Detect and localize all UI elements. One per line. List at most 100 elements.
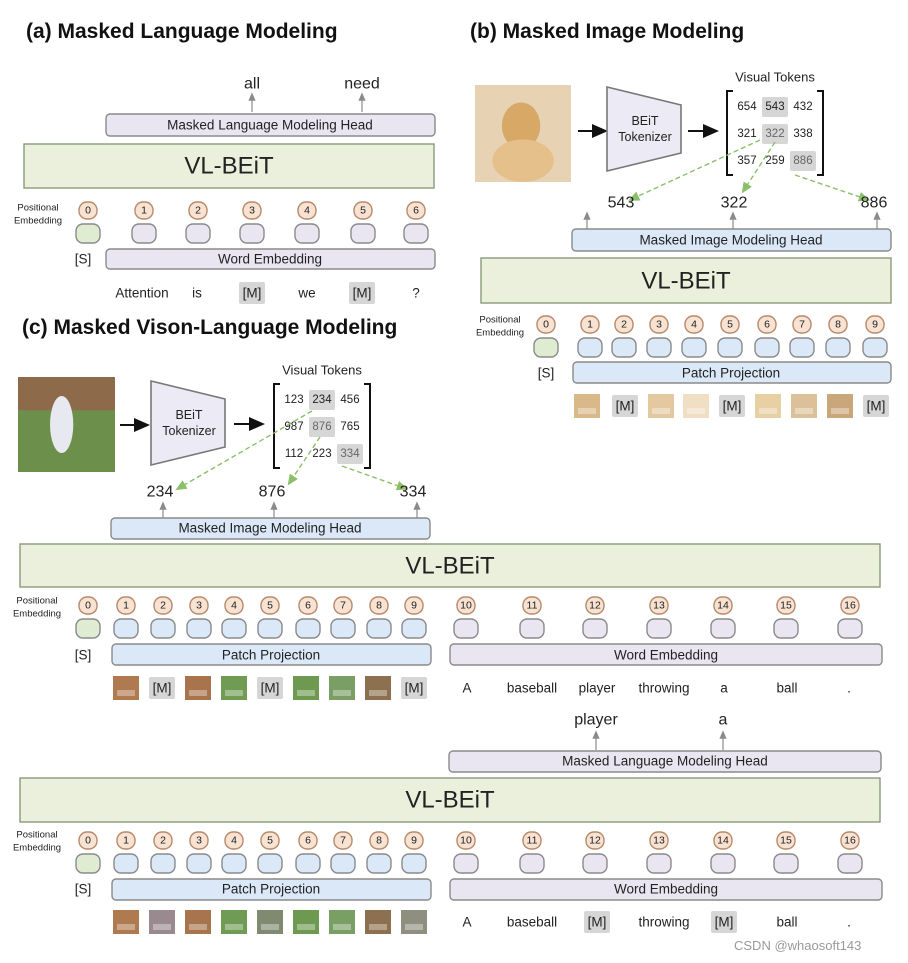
b-head-box xyxy=(571,228,892,252)
b-mask-1-bg xyxy=(612,395,638,417)
a-token-1: is xyxy=(192,286,202,301)
c2-word-label: Word Embedding xyxy=(614,882,718,897)
c1-col-16-emb xyxy=(837,618,863,639)
a-cls-label: [S] xyxy=(75,252,92,267)
c-token-matrix-title: Visual Tokens xyxy=(282,363,362,378)
c2-patch-2 xyxy=(185,910,211,934)
b-pos-label-2: Embedding xyxy=(476,328,524,339)
c1-mask-8: [M] xyxy=(405,681,424,696)
c2-text-token-5: ball xyxy=(776,915,797,930)
c1-col-6-emb xyxy=(295,618,321,639)
c2-col-13-pos xyxy=(649,831,669,850)
c2-col-10-pos xyxy=(456,831,476,850)
b-col-7-pos xyxy=(792,315,812,334)
b-tokenizer-shape xyxy=(606,85,682,173)
c1-col-7-pos-label: 7 xyxy=(340,600,346,612)
a-token-2: [M] xyxy=(243,286,262,301)
a-col-3-emb xyxy=(239,223,265,244)
a-pos-label-1: Positional xyxy=(17,203,58,214)
c-img-head-label: Masked Image Modeling Head xyxy=(178,521,361,536)
c1-col-6-pos-label: 6 xyxy=(305,600,311,612)
b-model-box xyxy=(480,257,892,304)
a-model-label: VL-BEiT xyxy=(184,153,274,180)
c1-col-7-pos xyxy=(333,596,353,615)
b-embed-box xyxy=(572,361,892,384)
b-token-matrix-cell: 432 xyxy=(793,101,812,113)
c2-col-12-pos xyxy=(585,831,605,850)
a-col-0-emb xyxy=(75,223,101,244)
a-col-5-emb xyxy=(350,223,376,244)
a-token-4-bg xyxy=(349,282,375,304)
c2-col-4-emb xyxy=(221,853,247,874)
b-mask-8-bg xyxy=(863,395,889,417)
c1-mask-1-bg xyxy=(149,677,175,699)
c1-col-2-pos-label: 2 xyxy=(160,600,166,612)
c2-col-7-pos xyxy=(333,831,353,850)
b-col-3-pos-label: 3 xyxy=(656,319,662,331)
b-col-9-emb xyxy=(862,337,888,358)
c-token-matrix-cell: 123 xyxy=(284,394,303,406)
a-col-2-emb xyxy=(185,223,211,244)
c1-mask-4: [M] xyxy=(261,681,280,696)
b-token-matrix-highlight-2 xyxy=(790,151,816,171)
c1-word-box xyxy=(449,643,883,666)
c2-patch-box xyxy=(111,878,432,901)
c-input-photo-player xyxy=(50,396,74,453)
a-col-6-emb xyxy=(403,223,429,244)
c1-col-9-emb xyxy=(401,618,427,639)
a-token-3: we xyxy=(297,286,315,301)
c2-patch-6-detail xyxy=(333,924,351,930)
c1-patch-6-detail xyxy=(333,690,351,696)
c1-col-11-emb xyxy=(519,618,545,639)
c-token-matrix-highlight-2 xyxy=(337,444,363,464)
c1-col-7-emb xyxy=(330,618,356,639)
b-patch-2-detail xyxy=(652,408,670,414)
b-col-2-emb xyxy=(611,337,637,358)
c1-col-0-pos xyxy=(78,596,98,615)
c1-col-3-pos-label: 3 xyxy=(196,600,202,612)
c1-col-5-pos-label: 5 xyxy=(267,600,273,612)
c1-patch-7 xyxy=(365,676,391,700)
c1-col-13-pos-label: 13 xyxy=(653,600,665,612)
a-col-0-pos xyxy=(78,201,98,220)
c1-col-1-emb xyxy=(113,618,139,639)
c2-patch-5 xyxy=(293,910,319,934)
c1-col-9-pos-label: 9 xyxy=(411,600,417,612)
c-pos-label-2: Embedding xyxy=(13,609,61,620)
b-col-8-pos-label: 8 xyxy=(835,319,841,331)
b-output-1: 322 xyxy=(721,195,748,212)
c1-col-1-pos-label: 1 xyxy=(123,600,129,612)
c1-col-16-pos-label: 16 xyxy=(844,600,856,612)
c-tokenizer-label-1: BEiT xyxy=(175,408,202,422)
a-pos-label-2: Embedding xyxy=(14,216,62,227)
c1-mask-8-bg xyxy=(401,677,427,699)
c1-patch-3-detail xyxy=(225,690,243,696)
b-output-0: 543 xyxy=(608,195,635,212)
a-embed-box xyxy=(105,248,436,270)
b-token-matrix-cell: 654 xyxy=(737,101,757,113)
c2-col-12-pos-label: 12 xyxy=(589,835,601,847)
c1-col-14-pos-label: 14 xyxy=(717,600,729,612)
c1-col-10-pos xyxy=(456,596,476,615)
b-mask-1: [M] xyxy=(616,399,635,414)
b-col-0-pos-label: 0 xyxy=(543,319,549,331)
a-col-4-emb xyxy=(294,223,320,244)
c-token-matrix-cell: 987 xyxy=(284,421,303,433)
c1-patch-box xyxy=(111,643,432,666)
b-token-matrix-cell: 886 xyxy=(793,155,812,167)
c2-col-13-pos-label: 13 xyxy=(653,835,665,847)
c1-col-14-emb xyxy=(710,618,736,639)
c1-patch-5 xyxy=(293,676,319,700)
c1-col-4-pos-label: 4 xyxy=(231,600,237,612)
c2-text-token-4: [M] xyxy=(715,915,734,930)
c2-text-token-0: A xyxy=(462,915,471,930)
c-txt-head-box xyxy=(448,750,882,773)
b-mask-4-bg xyxy=(719,395,745,417)
a-head-box xyxy=(105,113,436,137)
c2-text-token-6: . xyxy=(847,915,851,930)
c2-pos-label-1: Positional xyxy=(16,830,57,841)
c1-col-8-pos xyxy=(369,596,389,615)
b-patch-3-detail xyxy=(687,408,705,414)
